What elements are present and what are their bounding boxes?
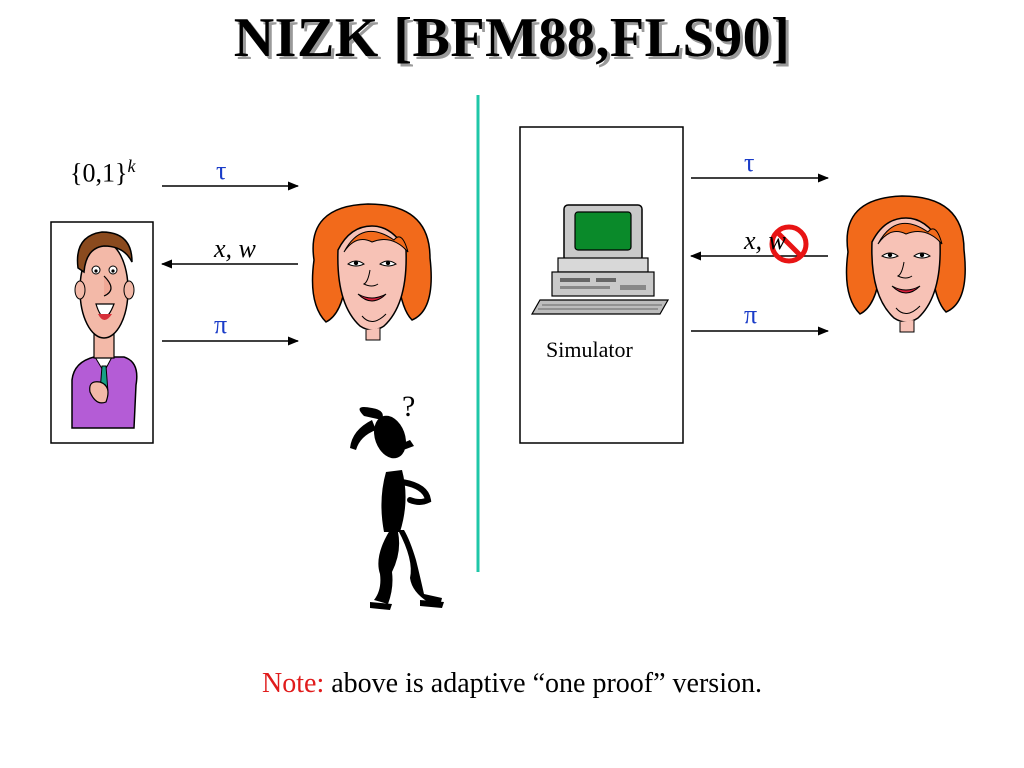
right-tau-label: τ: [744, 148, 755, 177]
computer-icon: [530, 204, 670, 315]
right-pi-label: π: [744, 300, 758, 329]
note-text: above is adaptive “one proof” version.: [324, 668, 762, 699]
note-line: Note: above is adaptive “one proof” vers…: [0, 668, 1024, 700]
right-xw-label: x, w: [744, 226, 786, 255]
verifier-face-icon: [845, 195, 966, 333]
no-sign-icon: [769, 224, 809, 264]
simulator-label: Simulator: [546, 337, 633, 362]
crs-set: {0,1}: [70, 158, 128, 188]
slide-title: NIZK [BFM88,FLS90]: [233, 7, 791, 69]
question-mark: ?: [402, 390, 416, 423]
left-pi-label: π: [214, 310, 228, 339]
confused-stick-figure: [350, 407, 444, 610]
crs-exponent: k: [127, 156, 136, 176]
note-prefix: Note:: [262, 668, 325, 699]
prover-cartoon: [71, 231, 138, 429]
verifier-face-icon: [311, 203, 432, 341]
left-xw-label: x, w: [214, 234, 256, 263]
left-tau-label: τ: [216, 156, 227, 185]
crs-label: {0,1}k: [70, 156, 135, 189]
